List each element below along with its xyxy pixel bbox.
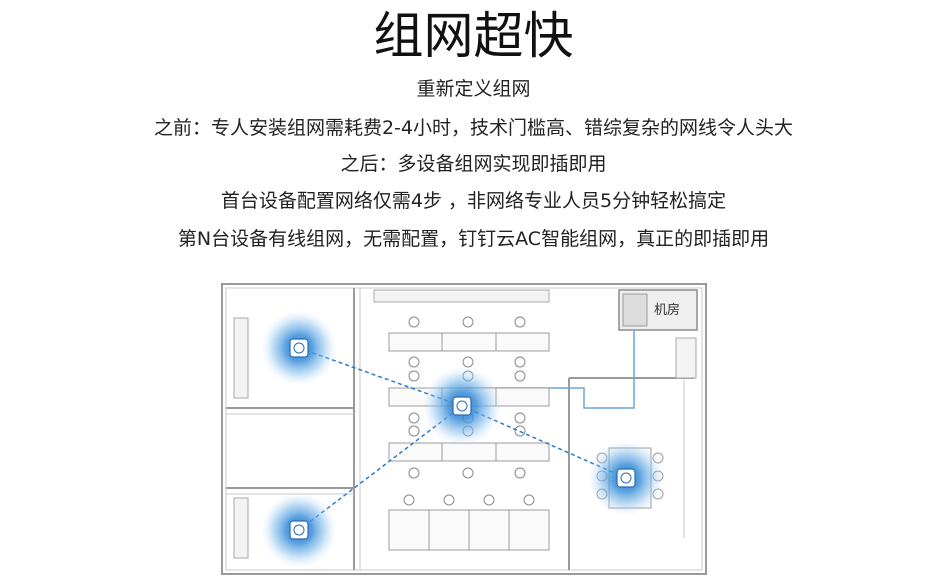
after-description: 之后：多设备组网实现即插即用: [340, 153, 607, 175]
page-title: 组网超快: [373, 7, 574, 65]
office-floor-plan: 机房: [221, 283, 707, 575]
workstations: [388, 332, 550, 551]
access-point-2: [422, 366, 502, 446]
access-point-1: [261, 310, 337, 386]
page-subtitle: 重新定义组网: [416, 78, 531, 100]
access-point-4: [588, 440, 664, 516]
access-point-3: [261, 492, 337, 568]
server-room-label: 机房: [654, 302, 680, 318]
windows: [233, 289, 697, 559]
nth-device-setup-text: 第N台设备有线组网，无需配置，钉钉云AC智能组网，真正的即插即用: [177, 228, 770, 250]
server-room: 机房: [618, 289, 698, 331]
before-description: 之前：专人安装组网需耗费2-4小时，技术门槛高、错综复杂的网线令人头大: [153, 117, 794, 139]
first-device-setup-text: 首台设备配置网络仅需4步 ，非网络专业人员5分钟轻松搞定: [220, 190, 727, 212]
walls: [221, 283, 707, 575]
